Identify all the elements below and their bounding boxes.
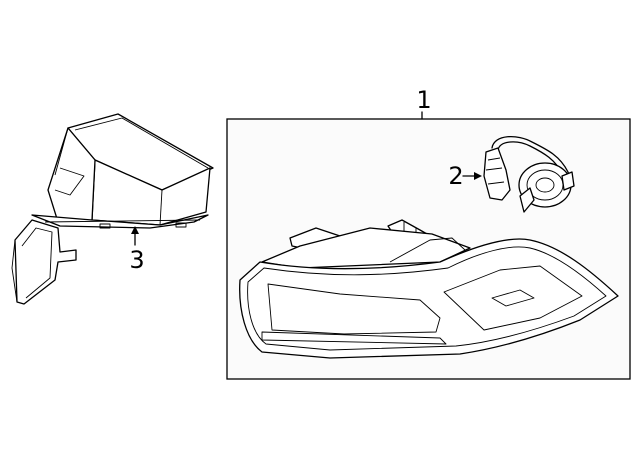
callout-2-label: 2 — [448, 162, 463, 190]
callout-3-label: 3 — [129, 246, 144, 274]
callout-2-leader — [462, 172, 482, 180]
part-2-socket-harness — [483, 136, 575, 213]
tail-lamp-assembly — [239, 219, 619, 359]
callout-1-label: 1 — [416, 86, 431, 114]
callout-3-leader — [131, 226, 139, 246]
part-3-housing-bracket — [11, 113, 214, 305]
